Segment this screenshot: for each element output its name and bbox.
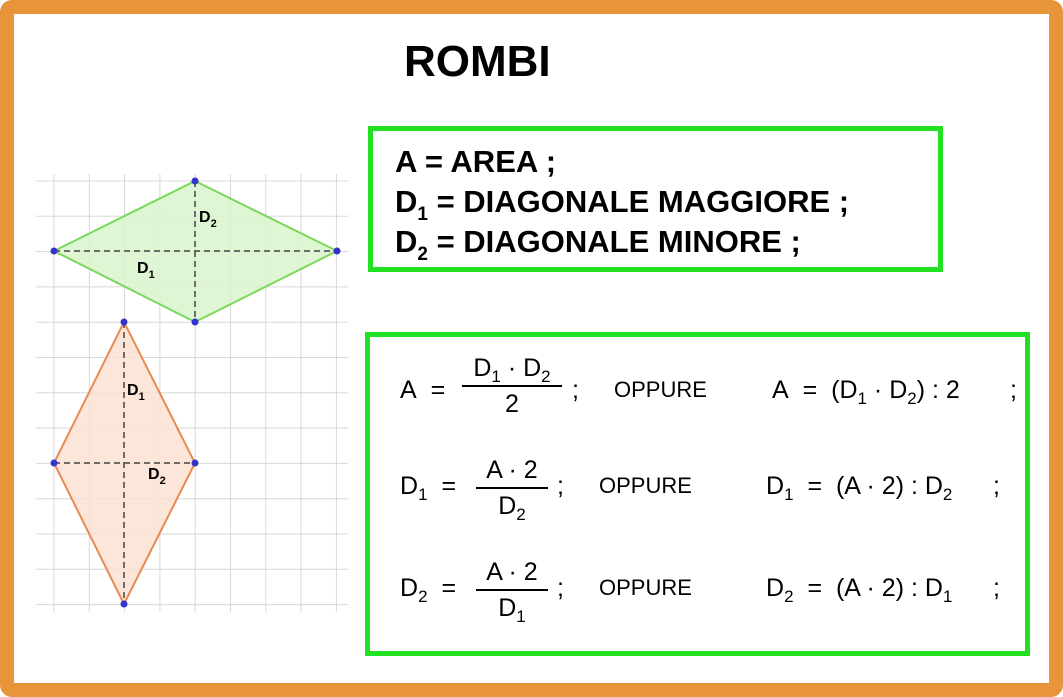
green-label-d2-sub: 2 (211, 218, 217, 230)
separator: ; (557, 472, 564, 500)
alt-expr: (A · 2) : D (835, 472, 943, 500)
num-d-sub: 2 (541, 367, 551, 386)
area-fraction-numerator: D1 · D2 (462, 353, 562, 386)
green-label-d1: D1 (137, 260, 155, 281)
alt-d-sub: 2 (907, 389, 917, 408)
green-label-d2-letter: D (199, 209, 211, 226)
green-label-d1-sub: 1 (149, 269, 155, 281)
fraction-bar (462, 385, 562, 387)
alt-expr-sub: 1 (942, 587, 953, 606)
alt-eq: = (807, 574, 823, 602)
area-eq: = (430, 376, 446, 404)
area-fraction-denominator: 2 (505, 390, 519, 418)
vertex-point (333, 247, 341, 255)
orange-label-d1-sub: 1 (139, 391, 145, 403)
alt-d: D (839, 376, 858, 404)
num-d: D (473, 354, 492, 382)
lhs-d: D (400, 472, 419, 500)
den-d: D (498, 492, 517, 520)
lhs-d-sub: 2 (418, 587, 428, 606)
orange-rhombus: D1 D2 (50, 318, 199, 608)
separator: ; (993, 472, 1000, 500)
den-d-sub: 1 (516, 607, 526, 626)
alt-lhs: A (772, 376, 789, 404)
fraction-bar (476, 589, 548, 591)
orange-label-d2-letter: D (148, 466, 160, 483)
definition-minor-diagonal: D2 = DIAGONALE MINORE ; (395, 224, 801, 265)
alt-eq: = (807, 472, 823, 500)
green-label-d2: D2 (199, 209, 217, 230)
definition-major-sub: 1 (417, 204, 428, 225)
d2-fraction-denominator: D1 (476, 593, 548, 626)
alt-open-paren: ( (831, 376, 840, 404)
definition-minor-text: = DIAGONALE MINORE ; (427, 224, 801, 259)
alt-dot: · (873, 376, 883, 404)
d2-fraction: A · 2 D1 (476, 557, 548, 626)
d1-lhs: D1 = (400, 471, 457, 504)
d1-fraction-numerator: A · 2 (486, 456, 538, 484)
area-lhs-letter: A (400, 376, 417, 404)
separator: ; (572, 376, 579, 404)
num-d-sub: 1 (491, 367, 501, 386)
green-rhombus: D1 D2 (50, 177, 341, 326)
area-fraction: D1 · D2 2 (462, 353, 562, 419)
oppure-label: OPPURE (614, 377, 707, 402)
orange-label-d1-letter: D (127, 382, 139, 399)
green-label-d1-letter: D (137, 260, 149, 277)
separator: ; (557, 574, 564, 602)
den-d: D (498, 594, 517, 622)
separator: ; (993, 574, 1000, 602)
lhs-d-sub: 1 (418, 485, 428, 504)
d2-alt-formula: D2 = (A · 2) : D1 (766, 573, 953, 606)
alt-expr: (A · 2) : D (835, 574, 943, 602)
oppure-label: OPPURE (599, 575, 692, 600)
lhs-d: D (400, 574, 419, 602)
definition-minor-sub: 2 (417, 244, 428, 265)
alt-lhs-sub: 2 (784, 587, 794, 606)
alt-div: : 2 (932, 376, 960, 404)
vertex-point (120, 600, 128, 608)
fraction-bar (476, 487, 548, 489)
alt-lhs: D (766, 574, 785, 602)
orange-label-d2: D2 (148, 466, 166, 487)
d1-fraction: A · 2 D2 (476, 455, 548, 524)
vertex-point (120, 318, 128, 326)
d2-fraction-numerator: A · 2 (486, 558, 538, 586)
separator: ; (1010, 376, 1017, 404)
definition-minor-letter: D (395, 224, 418, 259)
oppure-label: OPPURE (599, 473, 692, 498)
alt-close-paren: ) (916, 376, 926, 404)
definition-area: A = AREA ; (395, 144, 557, 179)
alt-d-sub: 1 (857, 389, 867, 408)
d2-lhs: D2 = (400, 573, 457, 606)
vertex-point (191, 177, 199, 185)
alt-lhs: D (766, 472, 785, 500)
eq: = (441, 574, 457, 602)
formulas-box: A = D1 · D2 2 ; OPPURE A = (D1 · D2) : 2… (365, 332, 1030, 656)
definitions-box: A = AREA ; D1 = DIAGONALE MAGGIORE ; D2 … (368, 126, 943, 272)
orange-label-d2-sub: 2 (160, 475, 166, 487)
definition-major-text: = DIAGONALE MAGGIORE ; (427, 184, 850, 219)
vertex-point (191, 318, 199, 326)
definition-major-diagonal: D1 = DIAGONALE MAGGIORE ; (395, 184, 850, 225)
vertex-point (50, 247, 58, 255)
alt-lhs-sub: 1 (784, 485, 794, 504)
num-d: D (523, 354, 542, 382)
eq: = (441, 472, 457, 500)
alt-expr-sub: 2 (942, 485, 953, 504)
vertex-point (191, 459, 199, 467)
area-alt-formula: A = (D1 · D2) : 2 (772, 375, 960, 408)
vertex-point (50, 459, 58, 467)
d1-fraction-denominator: D2 (476, 491, 548, 524)
num-dot: · (507, 354, 517, 382)
d1-alt-formula: D1 = (A · 2) : D2 (766, 471, 953, 504)
den-d-sub: 2 (516, 505, 526, 524)
alt-d: D (889, 376, 908, 404)
page-title: ROMBI (404, 37, 551, 86)
area-lhs: A = (400, 375, 445, 405)
definition-major-letter: D (395, 184, 418, 219)
alt-eq: = (802, 376, 818, 404)
orange-label-d1: D1 (127, 382, 145, 403)
